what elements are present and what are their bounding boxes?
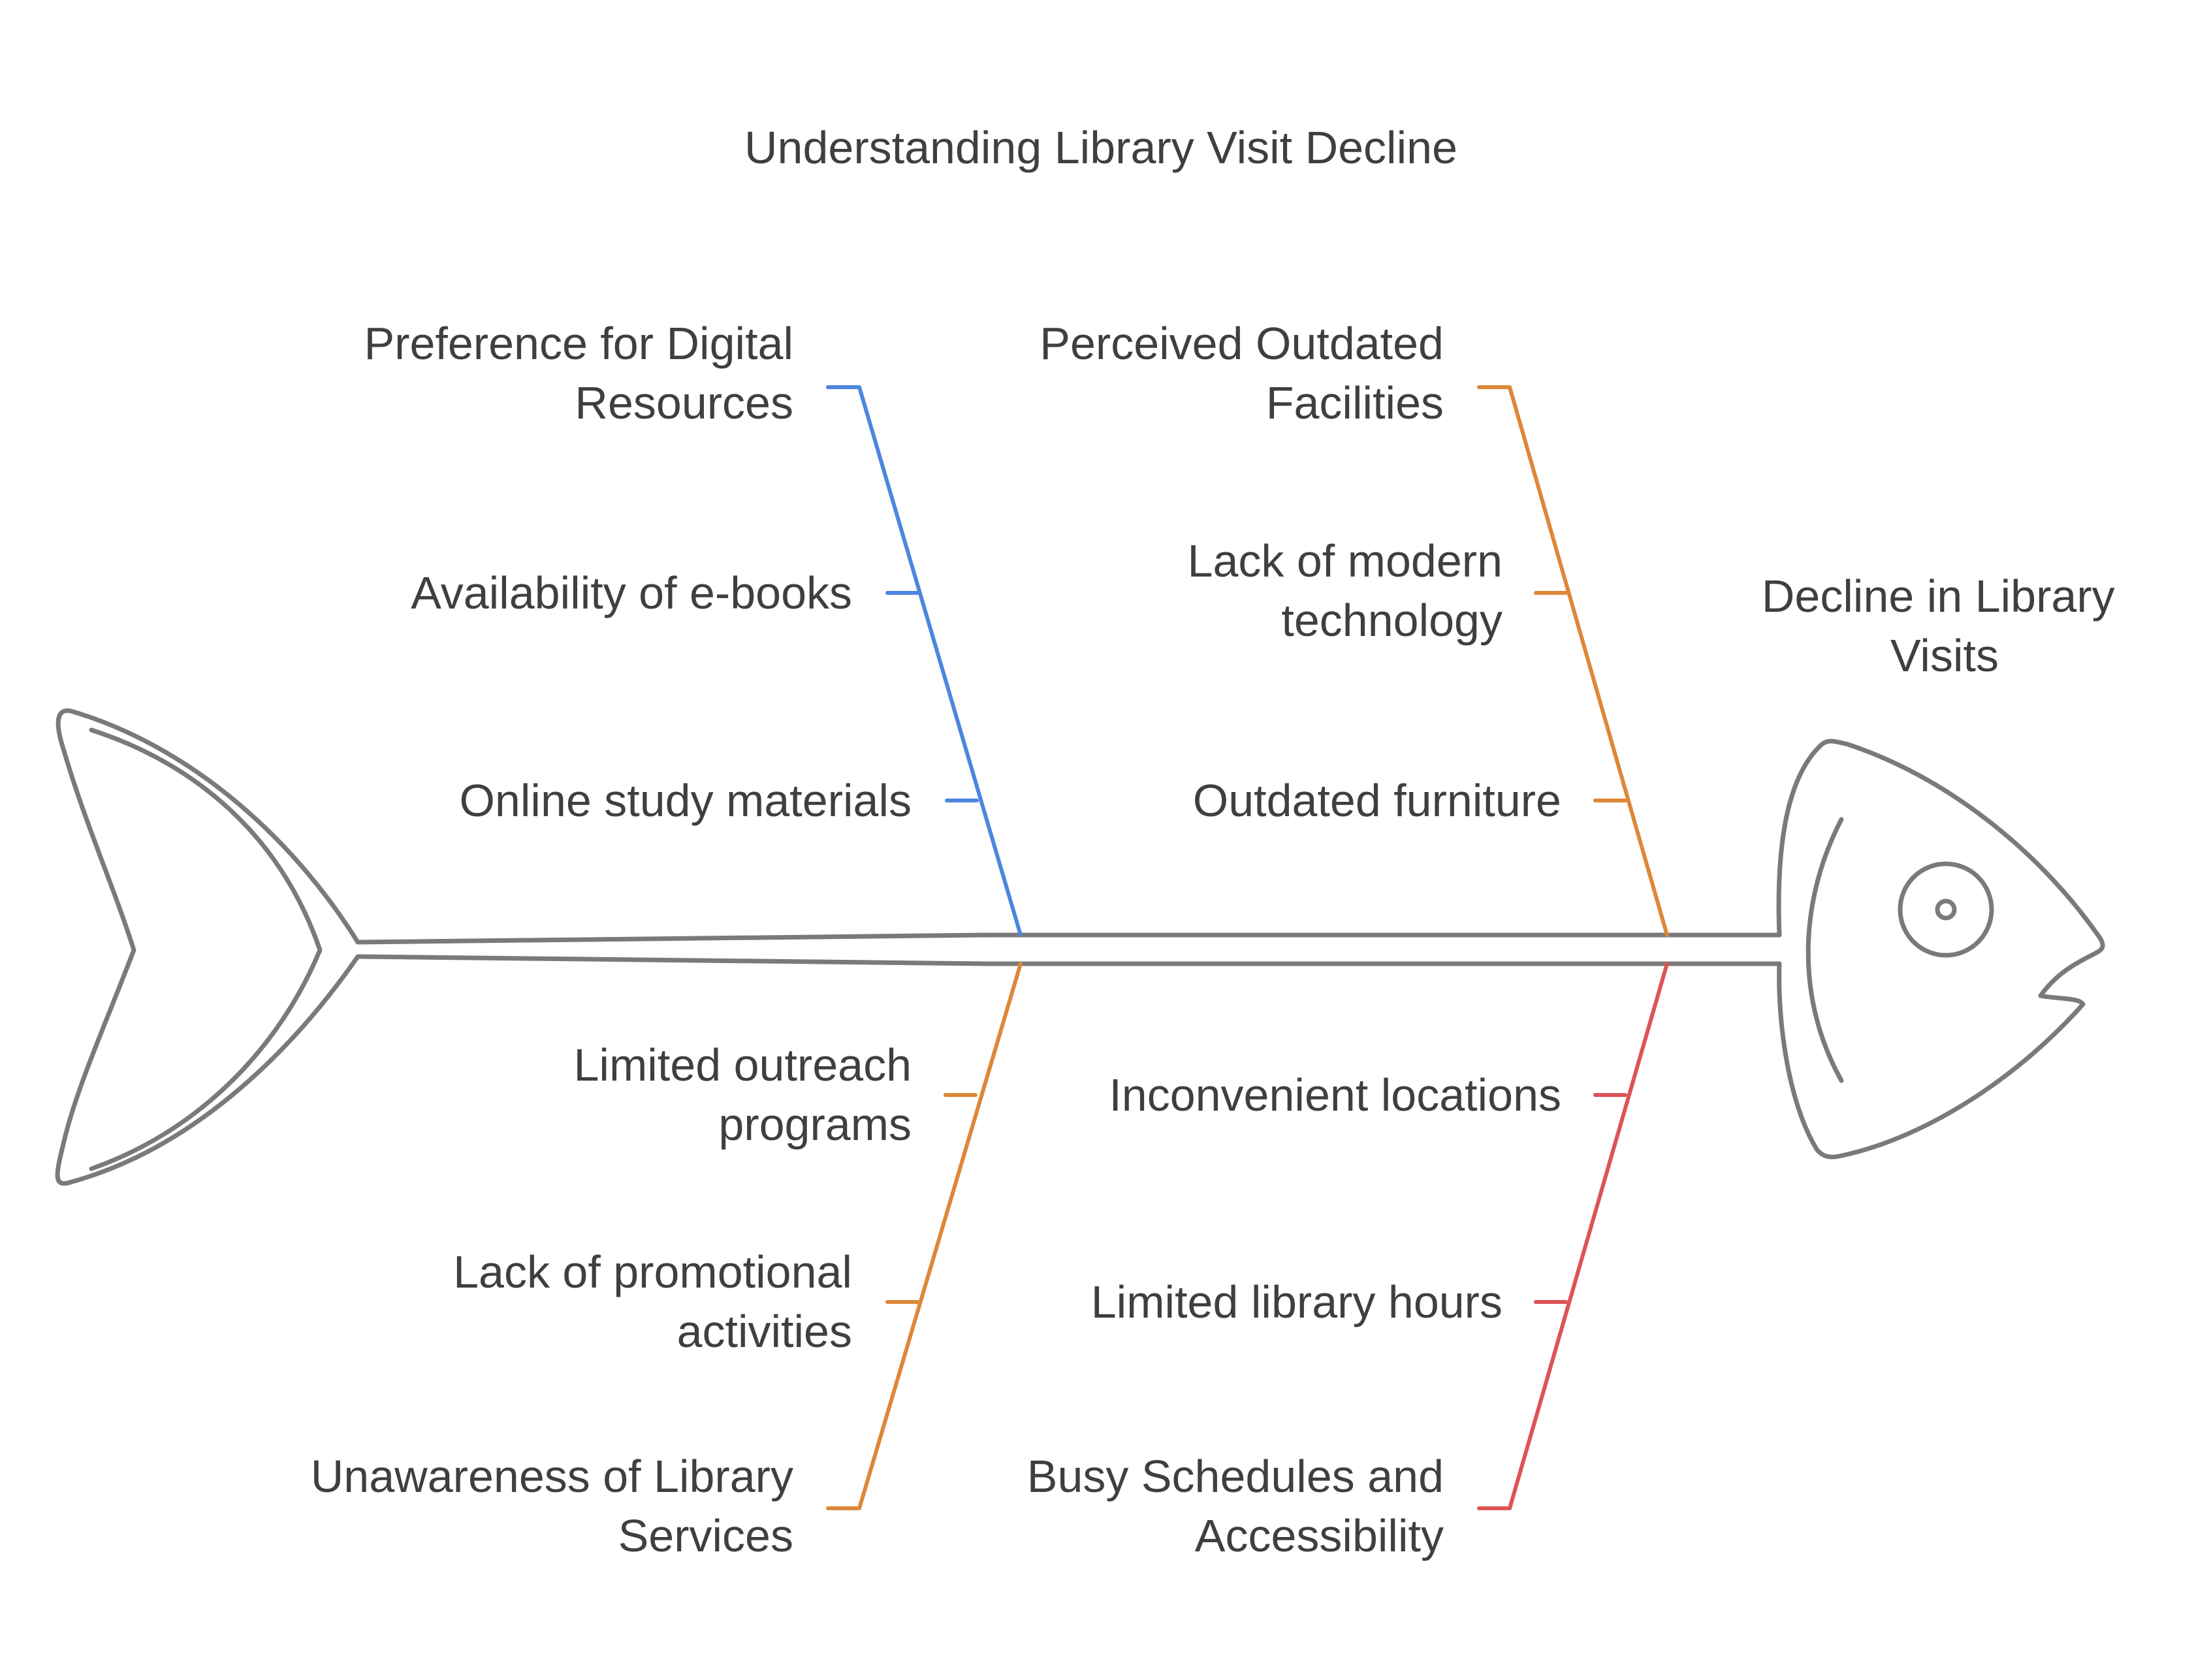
cause-label-schedules-1-line: Inconvenient locations: [1109, 1070, 1561, 1120]
cause-label-awareness-1-line: Limited outreach: [573, 1039, 912, 1090]
cause-label-awareness-2: Lack of promotional activities: [453, 1246, 852, 1357]
category-label-awareness-line: Services: [618, 1510, 793, 1561]
cause-label-awareness-2-line: Lack of promotional: [453, 1246, 852, 1297]
cause-label-facilities-2: Outdated furniture: [1193, 775, 1561, 826]
cause-label-digital-2-line: Online study materials: [459, 775, 912, 826]
fish-spine: [355, 932, 1782, 966]
problem-label-line: Visits: [1890, 630, 1999, 681]
cause-label-digital-2: Online study materials: [459, 775, 912, 826]
cause-label-awareness-1: Limited outreach programs: [573, 1039, 912, 1150]
rib-digital: [826, 385, 1023, 937]
category-label-schedules-line: Busy Schedules and: [1027, 1451, 1444, 1502]
cause-label-awareness-2-line: activities: [677, 1306, 852, 1357]
category-label-digital-line: Resources: [575, 377, 793, 428]
category-label-digital-line: Preference for Digital: [364, 318, 793, 369]
cause-label-facilities-1: Lack of modern technology: [1188, 535, 1502, 646]
cause-label-digital-1: Availability of e-books: [411, 567, 852, 618]
cause-label-awareness-1-line: programs: [718, 1099, 912, 1150]
category-label-schedules-line: Accessibility: [1195, 1510, 1444, 1561]
cause-label-schedules-1: Inconvenient locations: [1109, 1070, 1561, 1120]
cause-label-schedules-2: Limited library hours: [1091, 1276, 1502, 1327]
rib-schedules: [1477, 962, 1669, 1510]
category-label-awareness-line: Unawareness of Library: [311, 1451, 793, 1502]
diagram-title: Understanding Library Visit Decline: [744, 122, 1457, 173]
rib-awareness: [826, 962, 1023, 1510]
category-label-facilities-line: Perceived Outdated: [1040, 318, 1444, 369]
cause-label-facilities-1-line: Lack of modern: [1188, 535, 1502, 586]
ribs-group: [826, 385, 1669, 1510]
category-label-facilities-line: Facilities: [1266, 377, 1444, 428]
fish-head: [1776, 738, 2105, 1160]
fish-tail: [55, 708, 360, 1186]
rib-facilities: [1477, 385, 1669, 937]
cause-label-facilities-2-line: Outdated furniture: [1193, 775, 1561, 826]
cause-label-digital-1-line: Availability of e-books: [411, 567, 852, 618]
problem-label-line: Decline in Library: [1762, 571, 2115, 622]
cause-label-schedules-2-line: Limited library hours: [1091, 1276, 1502, 1327]
problem-label: Decline in Library Visits: [1762, 571, 2127, 681]
fish-eye-icon: [1898, 861, 1994, 958]
cause-label-facilities-1-line: technology: [1281, 595, 1502, 646]
